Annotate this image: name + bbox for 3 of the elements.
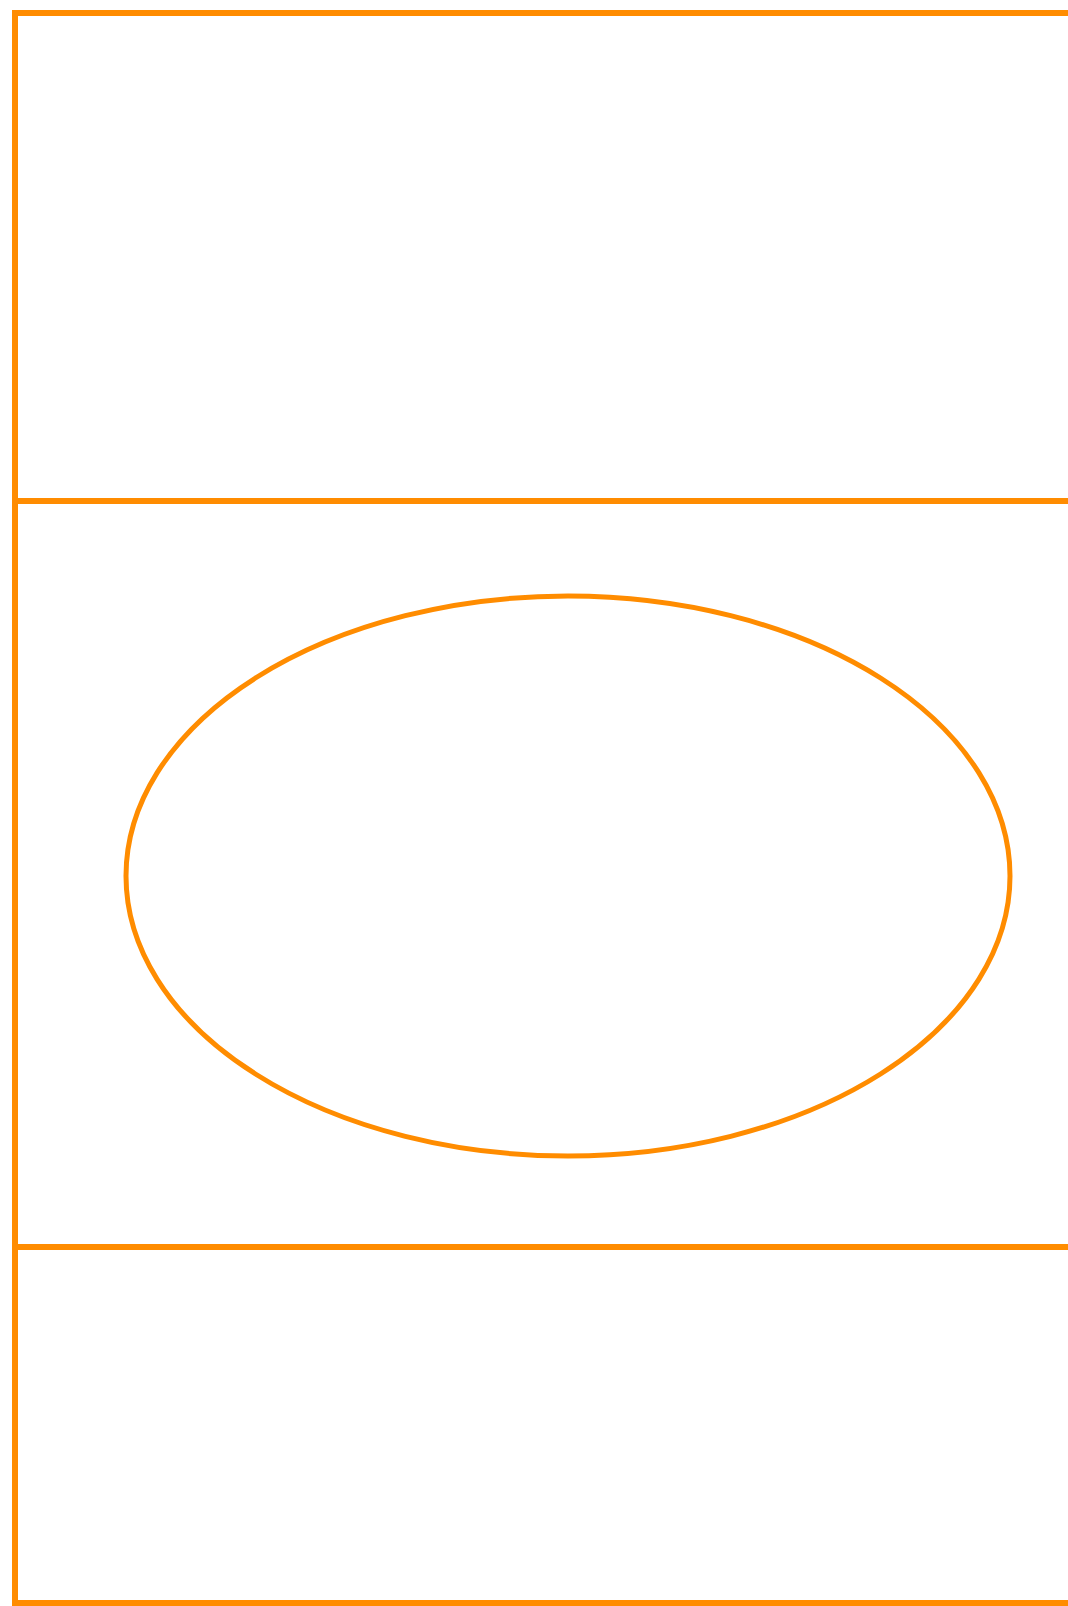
ellipse-shape xyxy=(123,593,1013,1159)
panel-box xyxy=(12,1244,1068,1606)
panel-box xyxy=(12,10,1068,504)
